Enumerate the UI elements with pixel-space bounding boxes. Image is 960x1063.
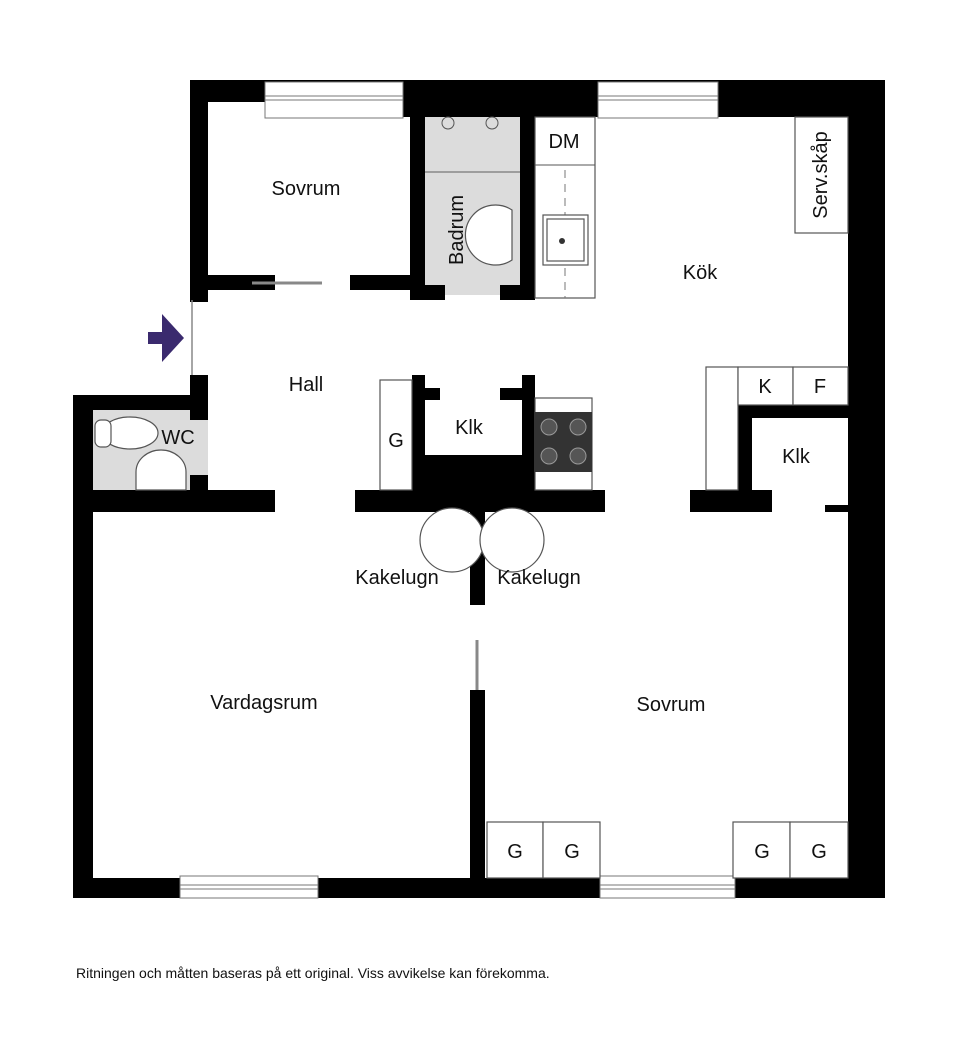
- room-label-kok: Kök: [683, 262, 718, 284]
- room-label-vardagsrum: Vardagsrum: [210, 692, 317, 714]
- toilet-icon: [94, 416, 159, 450]
- label-g: G: [564, 841, 580, 863]
- fridge-k: [737, 366, 794, 406]
- kitchen-counter: [534, 116, 596, 299]
- wc-washbasin-icon: [135, 449, 187, 491]
- room-label-wc: WC: [161, 427, 194, 449]
- tile-stove-right: [479, 507, 545, 573]
- bathroom-floor: [425, 115, 522, 295]
- hall-closet: [379, 379, 413, 491]
- room-label-badrum: Badrum: [446, 195, 468, 265]
- label-serv-skap: Serv.skåp: [810, 131, 832, 218]
- freezer-f: [792, 366, 849, 406]
- wardrobe: [789, 821, 849, 879]
- label-kakelugn-right: Kakelugn: [497, 567, 580, 589]
- disclaimer: Ritningen och måtten baseras på ett orig…: [76, 965, 550, 981]
- label-g: G: [811, 841, 827, 863]
- label-g: G: [754, 841, 770, 863]
- label-k: K: [758, 376, 772, 398]
- sink-icon: [559, 238, 565, 244]
- tile-stove-left: [419, 507, 485, 573]
- wardrobe: [486, 821, 544, 879]
- label-f: F: [814, 376, 826, 398]
- room-label-sovrum-bottom: Sovrum: [637, 694, 706, 716]
- room-label-hall: Hall: [289, 374, 323, 396]
- washbasin-icon: [464, 204, 513, 266]
- label-g-hall: G: [388, 430, 404, 452]
- wardrobe: [542, 821, 601, 879]
- windows: [179, 81, 736, 899]
- label-klk-right: Klk: [782, 446, 811, 468]
- entrance-arrow-icon: [148, 314, 184, 362]
- label-kakelugn-left: Kakelugn: [355, 567, 438, 589]
- shower-fixtures-icon: [441, 116, 499, 130]
- serv-skap-cabinet: [794, 116, 849, 234]
- label-klk-center: Klk: [455, 417, 484, 439]
- room-label-sovrum: Sovrum: [272, 178, 341, 200]
- stove-icon: [534, 397, 593, 491]
- label-g: G: [507, 841, 523, 863]
- label-dm: DM: [548, 131, 579, 153]
- kitchen-counter-right: [705, 366, 739, 491]
